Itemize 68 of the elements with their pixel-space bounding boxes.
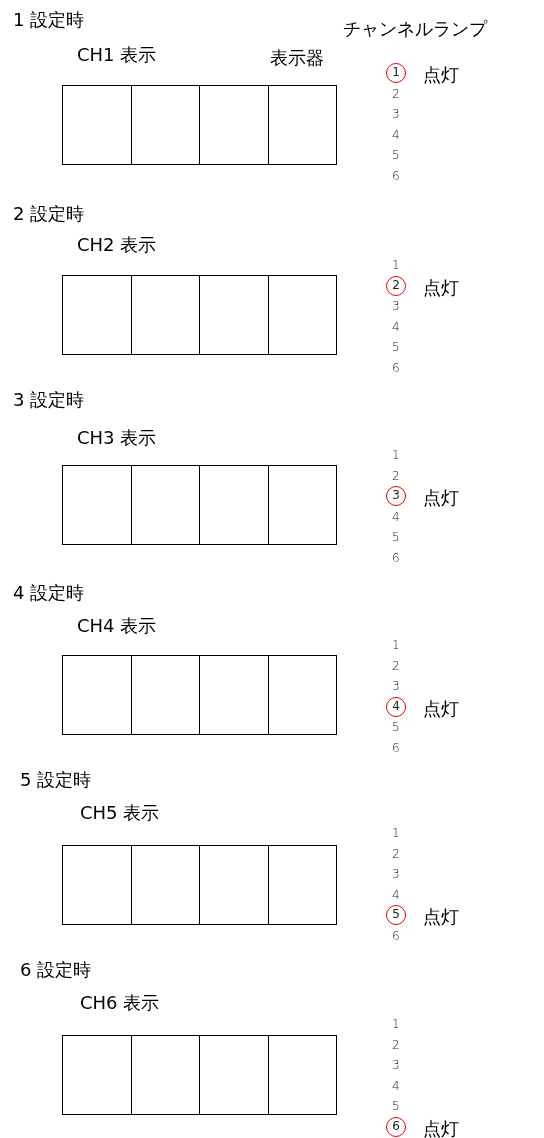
lamp-number: 5 xyxy=(392,149,400,162)
section-heading: 6 設定時 xyxy=(20,961,92,979)
lamp-status-label: 点灯 xyxy=(423,66,459,84)
lamp-number: 5 xyxy=(392,531,400,544)
display-box xyxy=(130,465,200,545)
display-caption: CH2 表示 xyxy=(77,236,157,254)
lamp-number: 6 xyxy=(392,362,400,374)
display-box xyxy=(130,85,200,165)
section-heading: 4 設定時 xyxy=(13,584,85,602)
display-caption: CH6 表示 xyxy=(80,994,160,1012)
display-box xyxy=(130,655,200,735)
lamp-number: 3 xyxy=(392,868,400,881)
lamp-status-label: 点灯 xyxy=(423,278,459,297)
lamp-status-label: 点灯 xyxy=(423,489,459,508)
lamp-number: 5 xyxy=(392,341,400,354)
lamp-number: 1 xyxy=(392,639,400,651)
lamp-number: 5 xyxy=(392,721,400,734)
display-box xyxy=(199,1035,269,1115)
lamp-number: 3 xyxy=(392,300,400,313)
lamp-number: 4 xyxy=(392,320,400,333)
lamp-number: 6 xyxy=(392,552,400,564)
section-heading: 2 設定時 xyxy=(13,205,85,223)
display-box xyxy=(199,845,269,925)
display-box xyxy=(130,275,200,355)
lamp-number: 1 xyxy=(392,1018,400,1030)
lamp-status-label: 点灯 xyxy=(423,699,459,718)
display-caption: CH4 表示 xyxy=(77,617,157,635)
lamp-number: 2 xyxy=(392,1038,400,1051)
display-box xyxy=(267,465,337,545)
lamp-number: 4 xyxy=(392,1079,400,1092)
lamp-number: 6 xyxy=(392,170,400,182)
display-box xyxy=(62,845,132,925)
lamp-number: 1 xyxy=(392,827,400,839)
display-box xyxy=(199,655,269,735)
lamp-number: 5 xyxy=(392,1100,400,1113)
display-box xyxy=(267,85,337,165)
lamp-number: 6 xyxy=(392,742,400,754)
display-box xyxy=(267,655,337,735)
lamp-heading: チャンネルランプ xyxy=(343,20,487,38)
lamp-number: 3 xyxy=(392,680,400,693)
display-caption: CH3 表示 xyxy=(77,429,157,447)
lamp-number: 1 xyxy=(392,449,400,461)
display-caption: 表示器 xyxy=(270,49,324,67)
display-box xyxy=(130,1035,200,1115)
display-box xyxy=(199,85,269,165)
section-heading: 3 設定時 xyxy=(13,391,85,409)
display-box xyxy=(62,655,132,735)
display-box xyxy=(62,275,132,355)
display-box xyxy=(199,275,269,355)
lamp-status-label: 点灯 xyxy=(423,908,459,927)
lamp-number: 2 xyxy=(392,659,400,672)
lamp-number: 3 xyxy=(392,108,400,121)
display-box xyxy=(62,85,132,165)
display-box xyxy=(199,465,269,545)
display-box xyxy=(62,465,132,545)
display-box xyxy=(267,1035,337,1115)
lamp-number: 2 xyxy=(392,847,400,860)
display-caption: CH5 表示 xyxy=(80,804,160,822)
section-heading: 5 設定時 xyxy=(20,771,92,789)
display-caption: CH1 表示 xyxy=(77,46,157,64)
section-heading: 1 設定時 xyxy=(13,11,85,29)
lamp-status-label: 点灯 xyxy=(423,1120,459,1138)
display-box xyxy=(62,1035,132,1115)
display-box xyxy=(267,275,337,355)
lamp-number: 4 xyxy=(392,128,400,141)
display-box xyxy=(267,845,337,925)
lamp-number: 3 xyxy=(392,1059,400,1072)
display-box xyxy=(130,845,200,925)
